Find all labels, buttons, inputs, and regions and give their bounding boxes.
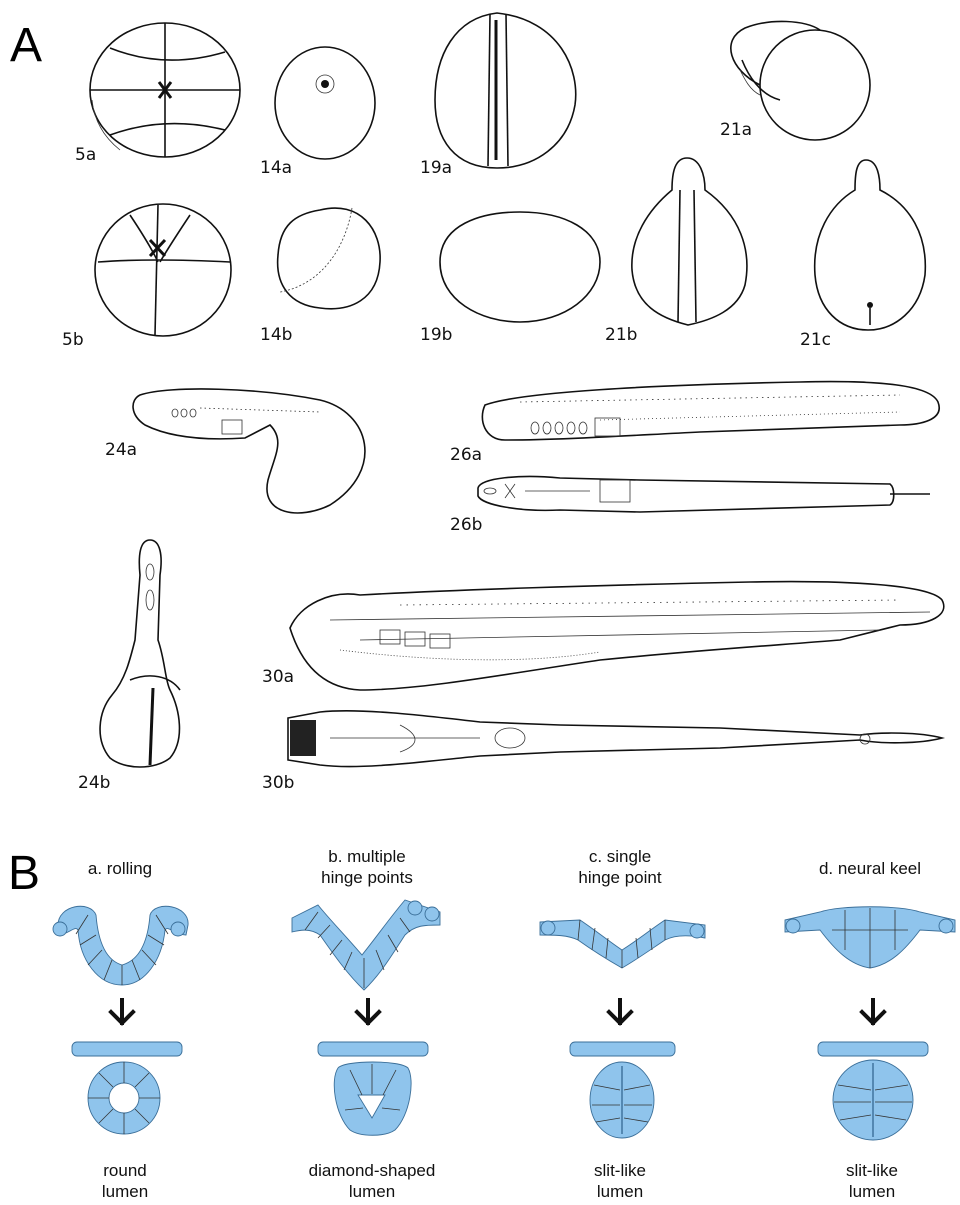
arrow-down-icon: [609, 1000, 631, 1023]
neural-plate-single-hinge: [540, 920, 705, 968]
arrow-down-icon: [862, 1000, 884, 1023]
arrow-down-icon: [111, 1000, 133, 1023]
neural-keel-plate: [785, 907, 955, 968]
neural-plate-multiple-hinges: [292, 900, 440, 990]
neural-tube-slit-lumen: [570, 1042, 675, 1138]
neural-keel-slit-lumen: [818, 1042, 928, 1140]
neural-tube-diamond-lumen: [318, 1042, 428, 1135]
neural-tube-round-lumen: [72, 1042, 182, 1134]
neural-plate-rolling: [53, 906, 188, 985]
arrow-down-icon: [357, 1000, 379, 1023]
